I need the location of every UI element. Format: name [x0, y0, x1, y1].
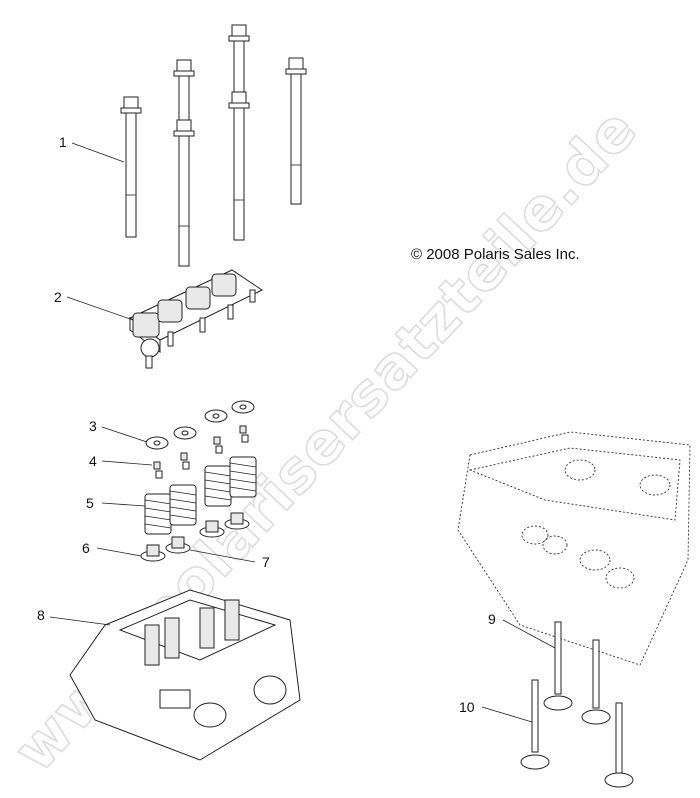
valve-cover-ghost [457, 431, 691, 666]
callout-9: 9 [488, 611, 496, 627]
bolt [173, 119, 195, 267]
cylinder-head [69, 589, 301, 761]
valve-springs [144, 456, 257, 535]
leader-lines [49, 142, 556, 723]
bolt [285, 57, 307, 205]
callout-5: 5 [86, 495, 94, 511]
callout-6: 6 [82, 540, 90, 556]
callout-3: 3 [89, 418, 97, 434]
spring-retainers [145, 400, 255, 450]
bolt [120, 96, 142, 238]
spring [229, 456, 257, 498]
callout-7: 7 [262, 554, 270, 570]
rocker-arm-assembly [129, 269, 264, 369]
valve-keepers [153, 425, 249, 479]
spring [204, 465, 232, 507]
copyright-text: © 2008 Polaris Sales Inc. [411, 246, 580, 263]
bolt [228, 91, 250, 241]
callout-1: 1 [59, 134, 67, 150]
callout-labels: 1 2 3 4 5 6 7 8 9 10 [37, 134, 496, 715]
callout-2: 2 [54, 289, 62, 305]
exhaust-valves [520, 679, 634, 788]
intake-valves [543, 621, 611, 725]
callout-8: 8 [37, 607, 45, 623]
valve-seals [140, 512, 250, 562]
spring [144, 493, 172, 535]
callout-4: 4 [89, 453, 97, 469]
head-bolts [120, 24, 307, 267]
spring [169, 484, 197, 526]
callout-10: 10 [459, 699, 475, 715]
